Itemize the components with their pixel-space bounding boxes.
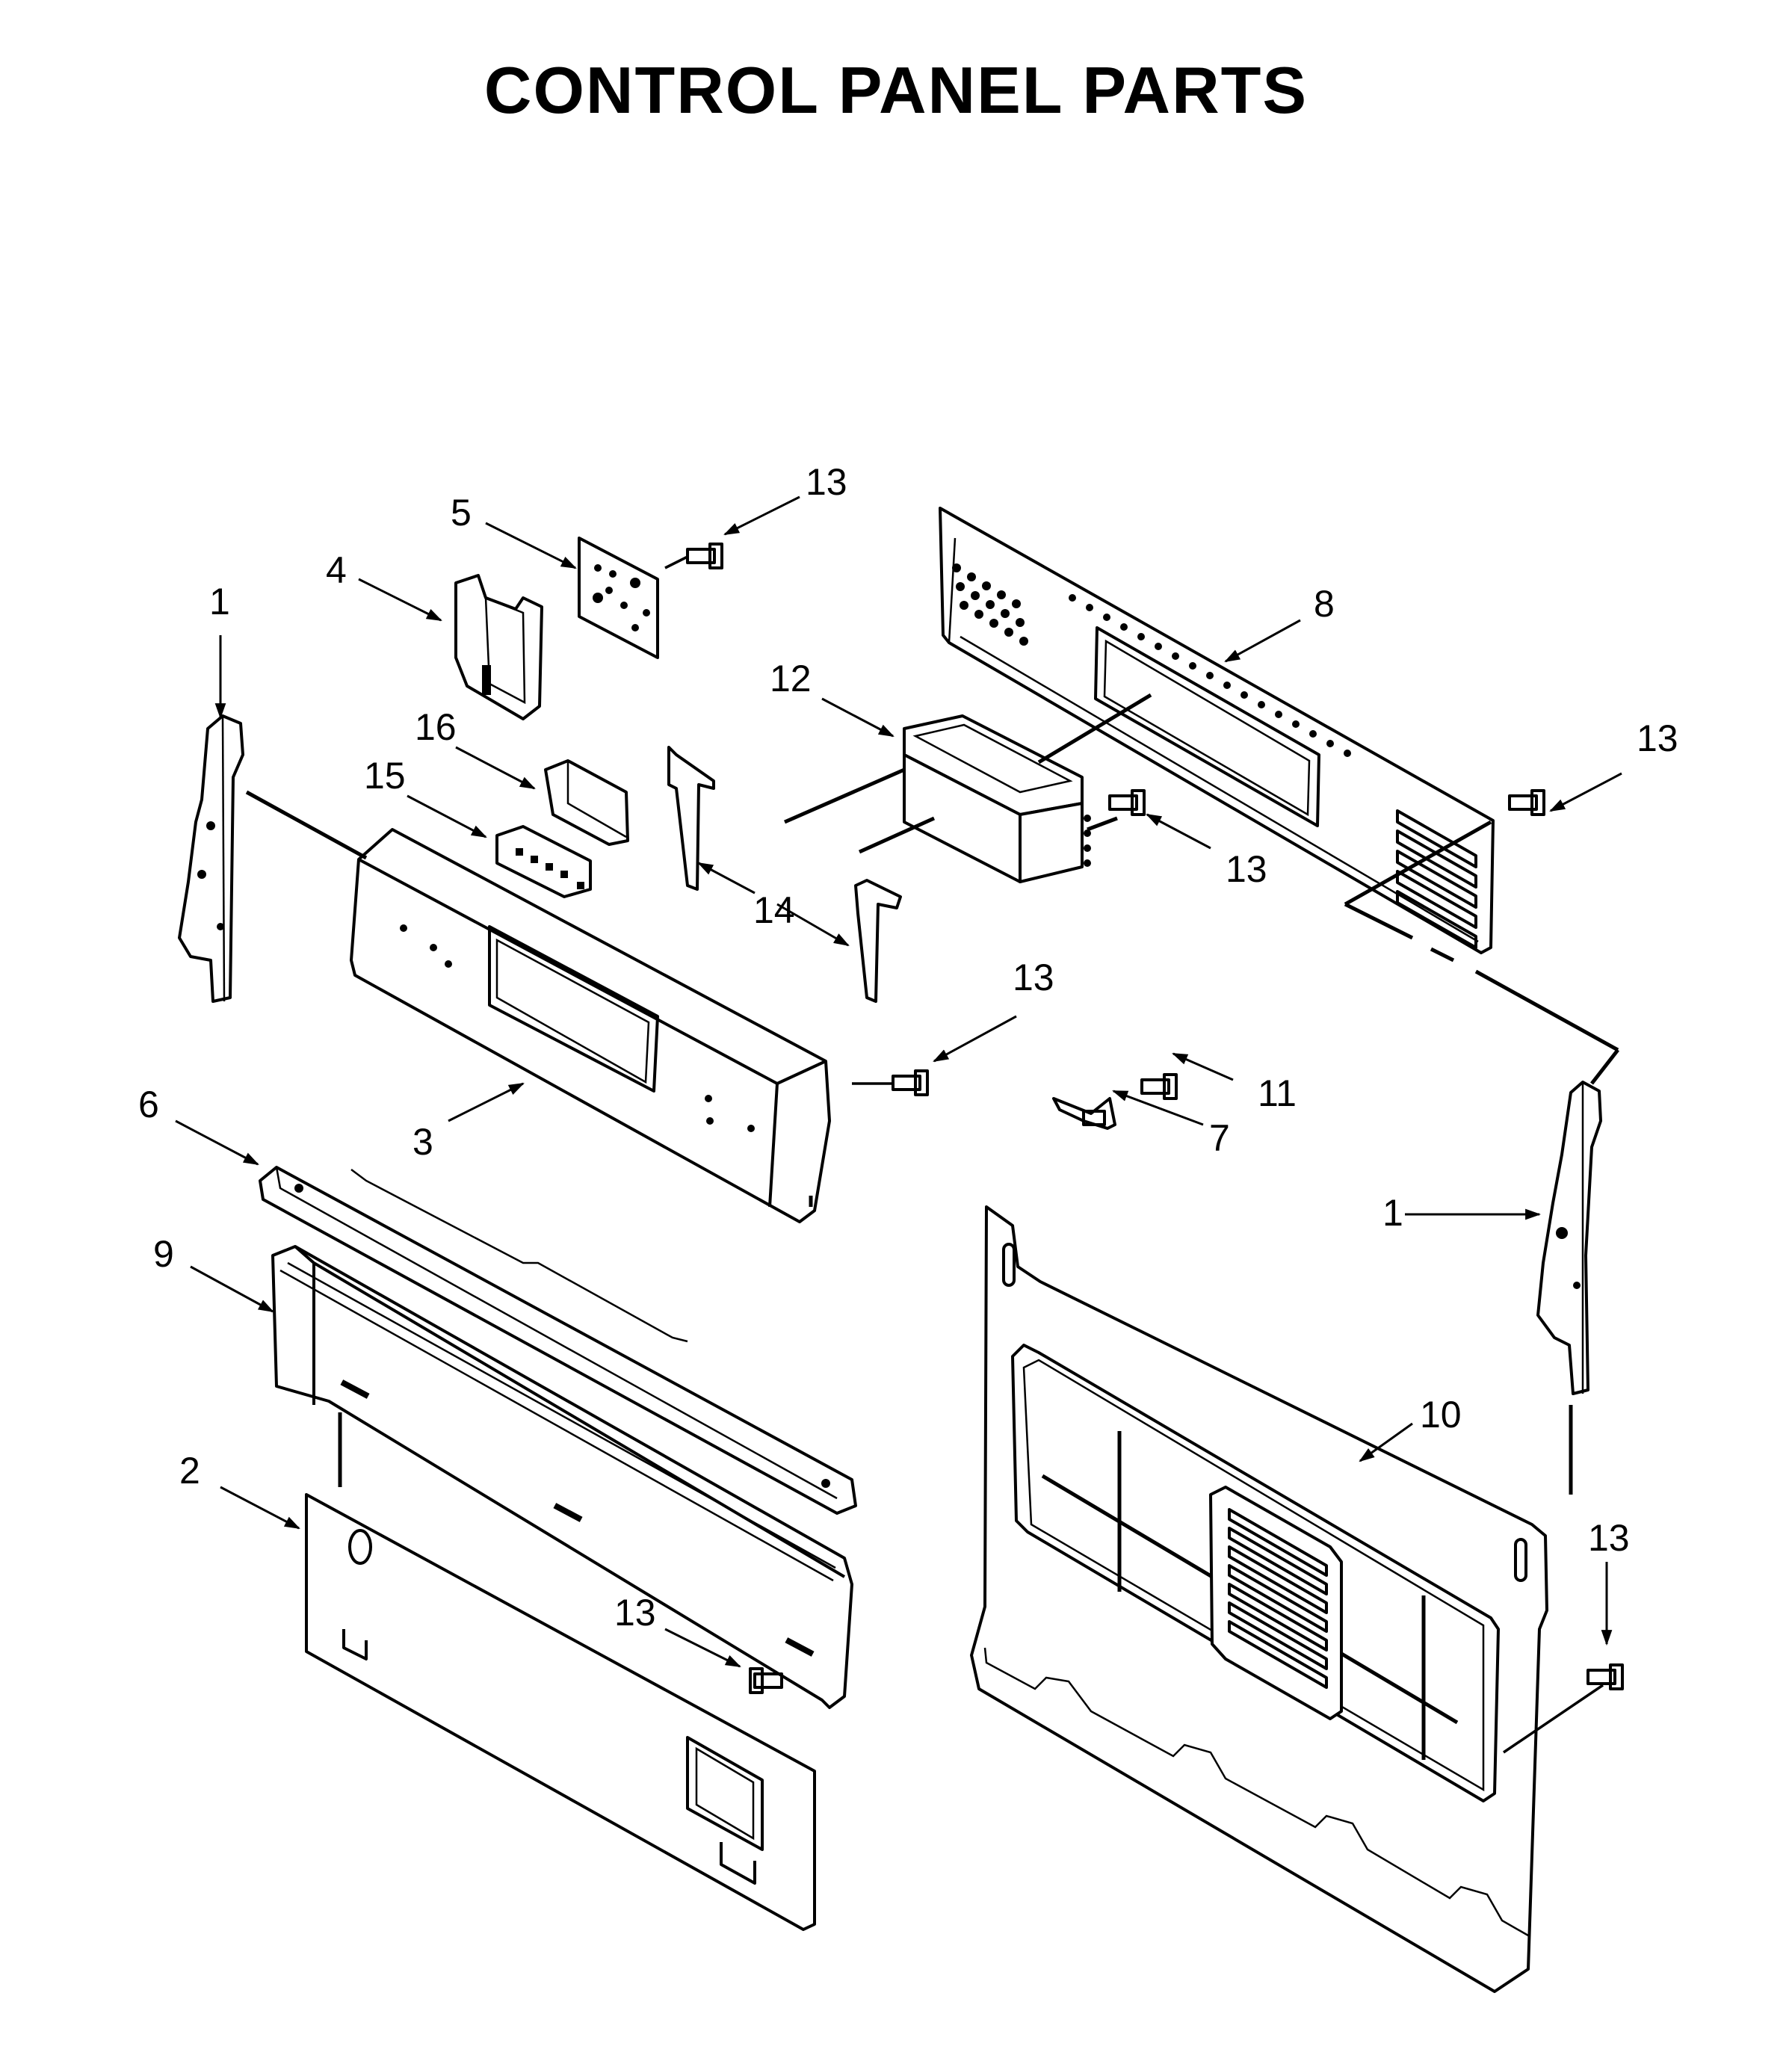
part-3-control-console: [350, 828, 831, 1223]
callout-1-left: 1: [209, 581, 230, 622]
callout-13-lower-left: 13: [614, 1592, 656, 1634]
callout-11: 11: [1258, 1072, 1297, 1114]
callout-6: 6: [138, 1084, 159, 1125]
part-9-lower-frame: [271, 1245, 853, 1709]
callout-1-right: 1: [1382, 1192, 1403, 1234]
callout-15: 15: [364, 755, 406, 797]
diagram-title: CONTROL PANEL PARTS: [483, 53, 1309, 127]
callout-10: 10: [1420, 1394, 1462, 1436]
callout-7: 7: [1209, 1117, 1230, 1159]
part-12-electronic-control: [903, 714, 1091, 883]
part-7-clip: [1052, 1097, 1116, 1130]
callout-14: 14: [753, 889, 795, 931]
part-8-rear-panel: [939, 507, 1495, 954]
part-1-side-bracket-right: [1536, 1081, 1602, 1395]
part-5-board: [578, 537, 659, 659]
callout-13-top: 13: [806, 461, 847, 503]
callout-12: 12: [770, 658, 812, 699]
callout-13-lower-right: 13: [1588, 1517, 1630, 1559]
callout-2: 2: [179, 1450, 200, 1492]
callout-labels: 1 5 13 4 8 12 16 13 15 14 13 13 3 11 6 7…: [138, 461, 1678, 1634]
callout-4: 4: [326, 549, 347, 591]
callout-5: 5: [451, 492, 472, 534]
part-14-bracket-left: [667, 746, 715, 891]
callout-13-console: 13: [1013, 957, 1054, 998]
screw-parts: [686, 543, 1624, 1694]
part-14-bracket-right: [854, 879, 902, 1003]
part-15-switch: [495, 825, 592, 898]
part-6-trim: [259, 1166, 857, 1515]
part-2-lower-panel: [305, 1493, 816, 1931]
assembly-lines: [245, 555, 1619, 1754]
callout-3: 3: [413, 1121, 433, 1163]
callout-9: 9: [153, 1233, 174, 1275]
part-10-back-panel: [970, 1205, 1548, 1993]
callout-8: 8: [1314, 583, 1335, 625]
callout-leaders: [175, 495, 1622, 1668]
callout-16: 16: [415, 706, 457, 748]
part-16-bracket: [544, 759, 629, 846]
part-4-bracket: [454, 574, 543, 720]
callout-13-right-top: 13: [1637, 717, 1678, 759]
callout-13-mid: 13: [1226, 848, 1267, 890]
part-1-side-bracket-left: [178, 714, 244, 1003]
